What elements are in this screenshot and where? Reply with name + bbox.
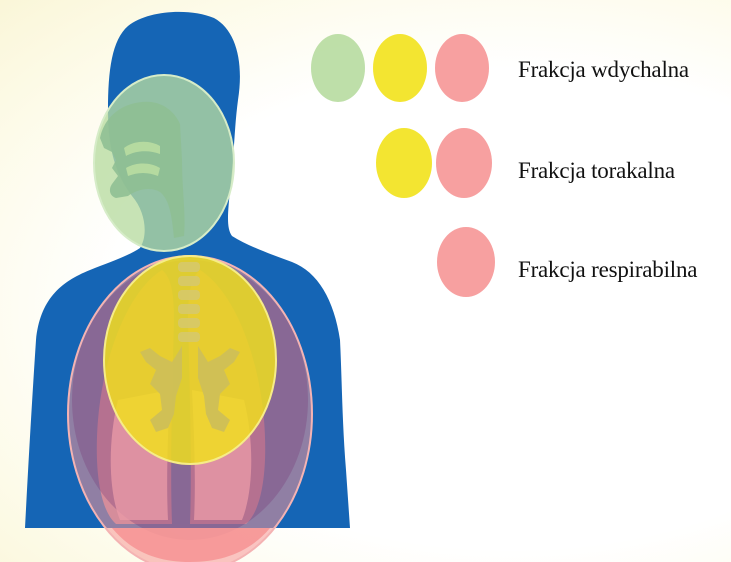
legend-label-inhalable: Frakcja wdychalna [518,57,689,83]
legend-swatch-thoracic-red [436,128,492,198]
thoracic-region-circle [104,256,276,464]
legend-swatch-respirable-red [437,227,495,297]
legend-swatch-thoracic-yellow [376,128,432,198]
legend-label-thoracic: Frakcja torakalna [518,158,675,184]
respirable-lower-cap [112,528,270,562]
legend-label-respirable: Frakcja respirabilna [518,257,697,283]
legend-swatch-inhalable-green [311,34,365,102]
legend-swatch-inhalable-red [435,34,489,102]
legend-swatch-inhalable-yellow [373,34,427,102]
